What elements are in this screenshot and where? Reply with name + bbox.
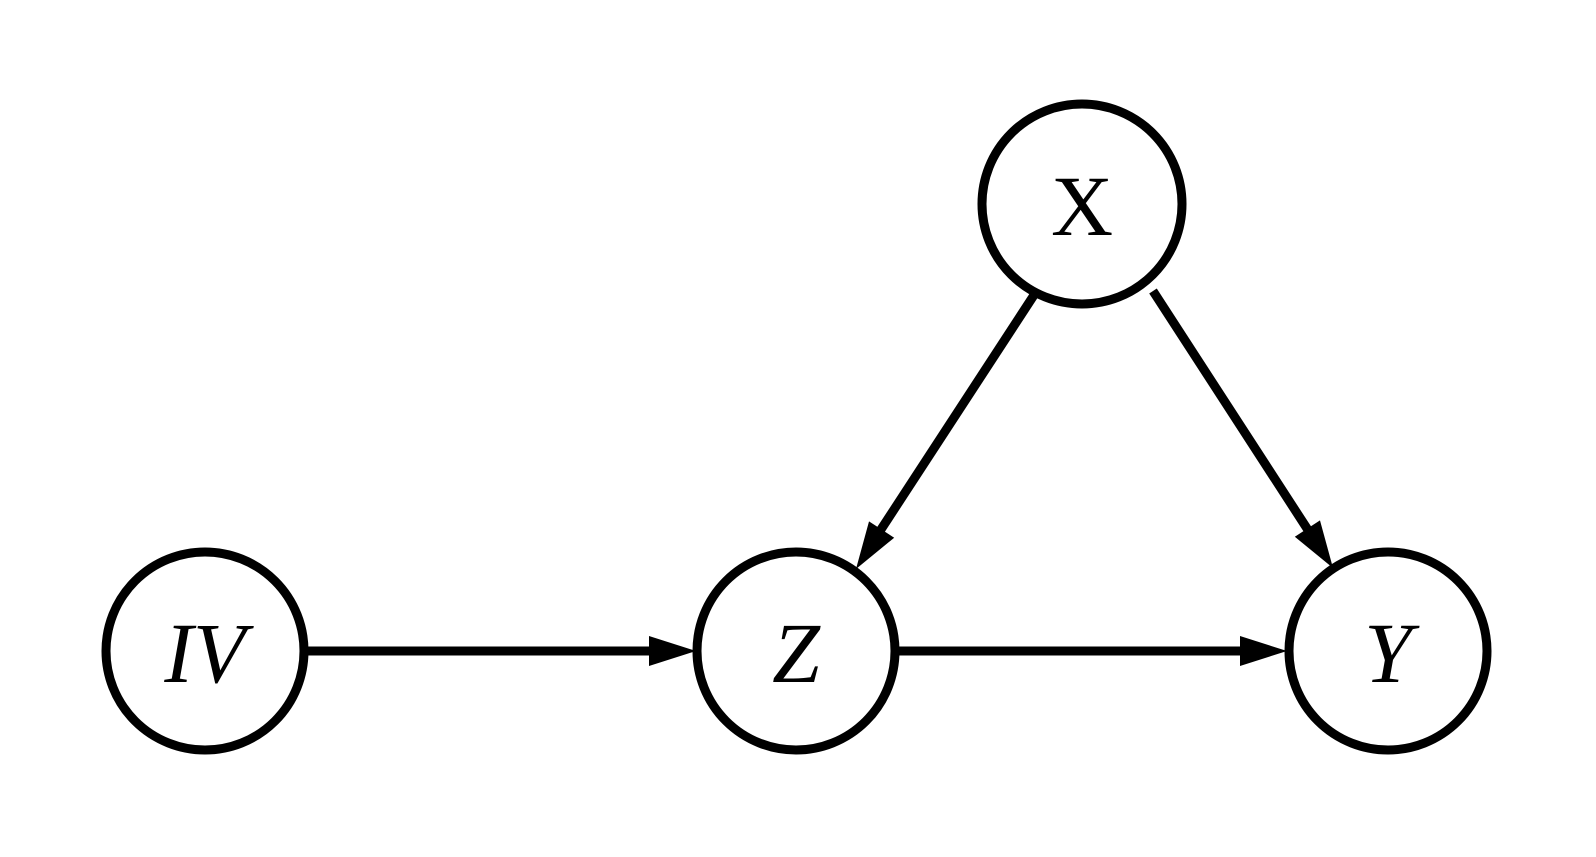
edge-x-to-z-shaft: [876, 289, 1040, 534]
edge-iv-to-z: [305, 636, 696, 666]
node-iv[interactable]: IV: [101, 547, 309, 755]
node-z-circle[interactable]: [692, 547, 900, 755]
node-y-label: Y: [1364, 605, 1420, 701]
node-z-label: Z: [772, 605, 821, 701]
node-y[interactable]: Y: [1284, 547, 1492, 755]
edge-x-to-y: [1149, 288, 1333, 568]
edge-iv-to-z-arrowhead: [649, 636, 696, 666]
edge-z-to-y: [896, 636, 1287, 666]
edge-x-to-y-shaft: [1149, 288, 1312, 533]
node-x-circle[interactable]: [977, 99, 1187, 309]
node-z[interactable]: Z: [692, 547, 900, 755]
edge-x-to-z: [856, 289, 1040, 569]
node-x[interactable]: X: [977, 99, 1187, 309]
nodes-group: IV Z X Y: [101, 99, 1492, 755]
edge-x-to-z-arrowhead: [856, 521, 895, 569]
edge-x-to-y-arrowhead: [1294, 520, 1333, 568]
node-y-circle[interactable]: [1284, 547, 1492, 755]
edge-z-to-y-arrowhead: [1240, 636, 1287, 666]
node-iv-label: IV: [163, 605, 254, 701]
node-x-label: X: [1051, 158, 1113, 254]
edges-group: [305, 288, 1333, 666]
node-iv-circle[interactable]: [101, 547, 309, 755]
